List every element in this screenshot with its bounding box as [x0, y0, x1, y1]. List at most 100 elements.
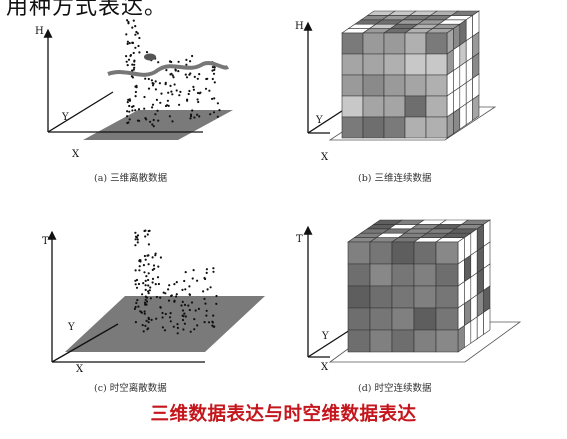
data-point	[166, 99, 169, 102]
axis-label-depth: Y	[61, 112, 69, 123]
data-point	[212, 72, 216, 75]
data-point	[211, 66, 214, 69]
data-point	[126, 115, 129, 118]
data-point	[131, 69, 134, 72]
data-point	[132, 105, 135, 108]
voxel-cell	[369, 263, 393, 287]
voxel-cell	[369, 241, 393, 265]
data-point	[175, 295, 178, 298]
voxel-cell	[362, 95, 385, 118]
voxel-cell	[347, 285, 371, 309]
data-point	[147, 243, 150, 246]
data-point	[185, 58, 188, 62]
data-point	[193, 75, 196, 78]
data-point	[150, 79, 153, 82]
voxel-cell	[391, 307, 415, 331]
data-point	[181, 309, 185, 312]
data-point	[135, 236, 138, 239]
data-point	[196, 113, 199, 116]
data-point	[136, 241, 139, 244]
data-point	[147, 318, 150, 321]
data-point	[143, 271, 146, 274]
data-point	[146, 328, 149, 331]
data-point	[132, 68, 135, 71]
data-point	[205, 309, 208, 312]
data-point	[207, 321, 211, 324]
voxel-cell	[435, 263, 459, 287]
voxel-cell	[435, 285, 459, 309]
voxel-cell	[347, 263, 371, 287]
data-point	[151, 84, 155, 87]
point-cloud	[125, 19, 221, 128]
data-point	[183, 322, 186, 325]
data-point	[189, 60, 192, 63]
voxel-cell	[413, 307, 437, 331]
data-point	[128, 104, 131, 108]
voxel-cell	[341, 95, 364, 118]
data-point	[151, 106, 154, 109]
data-point	[204, 87, 208, 90]
data-point	[171, 74, 174, 77]
voxel-cell	[459, 103, 467, 130]
data-point	[183, 303, 187, 306]
data-point	[164, 83, 167, 86]
data-point	[184, 288, 187, 291]
data-point	[196, 77, 199, 80]
voxel-cell	[425, 74, 448, 97]
voxel-cell	[341, 32, 364, 55]
data-point	[152, 82, 155, 85]
data-point	[173, 299, 176, 302]
data-point	[155, 98, 158, 101]
data-point	[145, 51, 149, 54]
panel-c-figure: T Y X	[42, 229, 265, 372]
data-point	[215, 294, 218, 298]
voxel-cell	[413, 329, 437, 353]
data-point	[216, 115, 219, 118]
data-point	[138, 259, 141, 262]
data-point	[152, 118, 155, 122]
data-point	[132, 51, 135, 55]
data-point	[142, 330, 145, 333]
voxel-cell	[369, 307, 393, 331]
data-point	[135, 278, 139, 282]
data-point	[169, 73, 172, 76]
data-point	[151, 256, 154, 259]
data-point	[143, 107, 146, 110]
data-point	[168, 115, 171, 118]
data-point	[152, 125, 155, 128]
data-point	[154, 88, 157, 91]
data-point	[144, 284, 147, 287]
data-point	[194, 309, 197, 312]
data-point	[184, 315, 187, 318]
voxel-cell	[413, 263, 437, 287]
axis-label-vertical: T	[42, 236, 49, 247]
data-point	[136, 119, 140, 122]
data-point	[151, 103, 155, 106]
data-point	[193, 328, 196, 331]
data-point	[154, 283, 157, 286]
depth-axis	[51, 323, 119, 363]
axis-label-horizontal: X	[76, 364, 84, 372]
data-point	[161, 311, 164, 315]
data-point	[139, 310, 143, 313]
data-point	[134, 33, 137, 36]
data-point	[165, 104, 169, 107]
data-point	[196, 91, 200, 95]
data-point	[159, 256, 162, 259]
voxel-cell	[464, 320, 472, 349]
voxel-cell	[483, 307, 491, 335]
data-point	[161, 316, 164, 319]
data-point	[182, 315, 185, 318]
data-point	[180, 304, 183, 307]
data-point	[138, 269, 141, 272]
data-point	[134, 269, 137, 272]
data-point	[175, 89, 178, 92]
data-point	[149, 286, 152, 289]
data-point	[192, 269, 195, 272]
data-point	[128, 110, 131, 113]
data-point	[151, 277, 155, 280]
data-point	[172, 76, 175, 79]
data-point	[131, 26, 134, 29]
data-point	[133, 307, 136, 310]
caption-a: (a) 三维离散数据	[94, 173, 168, 184]
